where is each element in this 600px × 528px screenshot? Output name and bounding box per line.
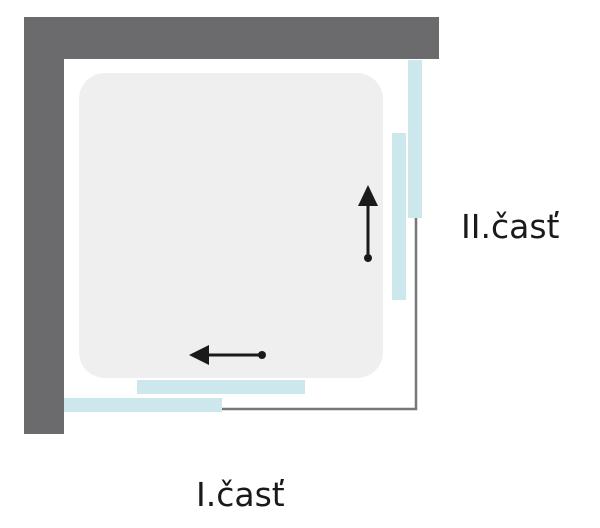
sliding-glass-panel-bottom bbox=[137, 380, 305, 394]
enclosure-frame bbox=[222, 218, 418, 411]
part-two-glass-panels bbox=[392, 60, 422, 300]
arrow-up-icon bbox=[358, 185, 378, 262]
wall-top bbox=[24, 17, 439, 59]
part-one-glass-panels bbox=[64, 380, 305, 412]
arrow-left-icon bbox=[189, 345, 266, 365]
fixed-glass-panel-right bbox=[408, 60, 422, 218]
shower-tray bbox=[79, 73, 383, 378]
wall-left bbox=[24, 17, 64, 434]
part-two-label: II.časť bbox=[461, 207, 560, 246]
part-one-label: I.časť bbox=[196, 475, 285, 514]
fixed-glass-panel-bottom bbox=[64, 398, 222, 412]
corner-walls bbox=[24, 17, 439, 434]
sliding-glass-panel-right bbox=[392, 133, 406, 300]
